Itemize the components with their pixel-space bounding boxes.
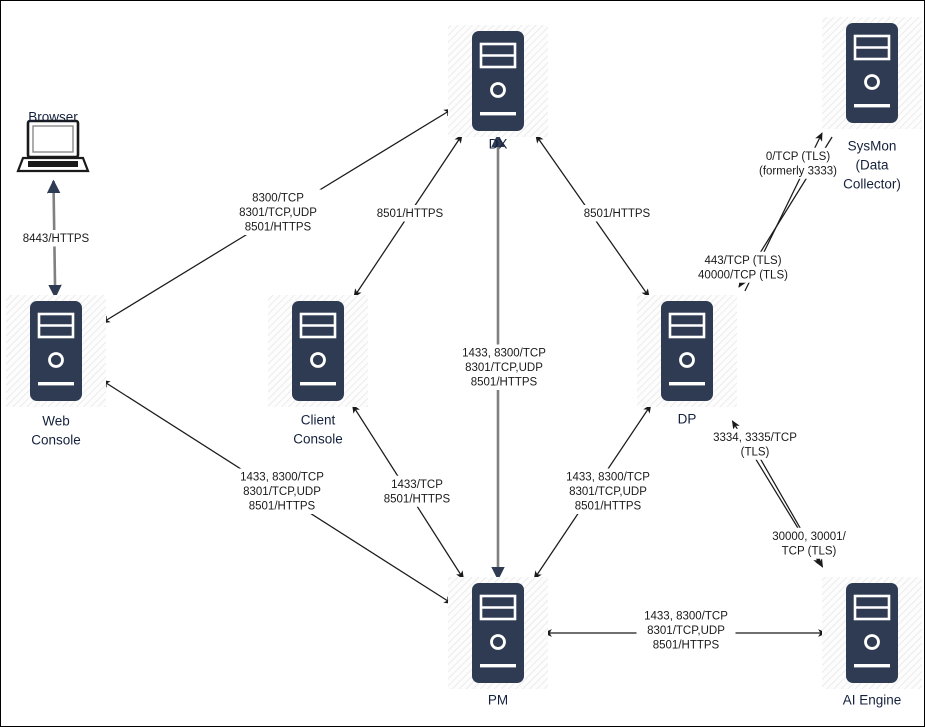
edge-labels-layer: 8443/HTTPS 8300/TCP 8301/TCP,UDP 8501/HTTPS… <box>19 147 856 653</box>
edge-label-backdrop <box>762 527 856 559</box>
server-tower-icon <box>846 583 898 683</box>
edge-label-dx-pm: 1433, 8300/TCP <box>462 348 546 360</box>
edge-label-webconsole-dx: 8301/TCP,UDP <box>239 207 317 219</box>
edge-label-backdrop <box>454 344 554 390</box>
node-pm[interactable] <box>472 583 524 683</box>
edge-label-dp-sysmon-out: 0/TCP (TLS) <box>766 151 830 163</box>
edge-label-backdrop <box>232 468 332 514</box>
server-tower-icon <box>661 301 713 401</box>
node-label-web-console: Console <box>31 433 81 448</box>
edge-label-dp-pm: 8501/HTTPS <box>575 501 642 513</box>
edge-label-browser-webconsole: 8443/HTTPS <box>23 233 90 245</box>
node-web-console[interactable] <box>30 301 82 401</box>
node-ai-engine[interactable] <box>846 583 898 683</box>
edge-label-webconsole-pm: 8301/TCP,UDP <box>243 486 321 498</box>
edge-label-backdrop <box>745 147 851 179</box>
edge-label-backdrop <box>373 205 447 222</box>
node-label-dx: DX <box>489 137 508 152</box>
node-label-sysmon: Collector) <box>843 177 901 192</box>
edge-label-dx-pm: 8301/TCP,UDP <box>465 362 543 374</box>
edge-label-backdrop <box>580 205 654 222</box>
node-client-console[interactable] <box>292 301 344 401</box>
server-tower-icon <box>292 301 344 401</box>
edge-label-webconsole-dx: 8300/TCP <box>252 193 304 205</box>
node-label-ai-engine: AI Engine <box>843 693 902 708</box>
laptop-icon <box>16 119 90 173</box>
edge-label-backdrop <box>235 189 321 235</box>
node-label-browser: Browser <box>28 110 78 125</box>
edge-label-webconsole-dx: 8501/HTTPS <box>245 222 312 234</box>
edge-label-dp-aiengine: 3334, 3335/TCP <box>713 432 797 444</box>
server-tower-icon <box>472 31 524 131</box>
edge-label-backdrop <box>19 230 93 247</box>
edge-label-backdrop <box>558 468 658 514</box>
edge-label-clientconsole-pm: 1433/TCP <box>391 479 443 491</box>
edge-label-clientconsole-pm: 8501/HTTPS <box>384 493 451 505</box>
edge-label-dp-pm: 1433, 8300/TCP <box>566 472 650 484</box>
node-dp[interactable] <box>661 301 713 401</box>
edge-label-backdrop <box>636 607 736 653</box>
node-dx[interactable] <box>472 31 524 131</box>
server-tower-icon <box>472 583 524 683</box>
node-browser[interactable] <box>16 119 90 173</box>
edge-label-pm-aiengine: 1433, 8300/TCP <box>644 611 728 623</box>
server-tower-icon <box>30 301 82 401</box>
node-label-dp: DP <box>678 412 697 427</box>
edge-label-dp-aiengine-2: 30000, 30001/ <box>772 531 846 543</box>
edge-label-sysmon-dp-in: 40000/TCP (TLS) <box>698 269 788 281</box>
node-label-sysmon: (Data <box>855 158 889 173</box>
node-sysmon[interactable] <box>846 23 898 123</box>
edge-label-webconsole-pm: 8501/HTTPS <box>249 501 316 513</box>
edge-label-dx-pm: 8501/HTTPS <box>471 377 538 389</box>
edge-label-backdrop <box>705 428 805 460</box>
edge-label-webconsole-pm: 1433, 8300/TCP <box>240 472 324 484</box>
node-label-web-console: Web <box>42 414 70 429</box>
node-label-sysmon: SysMon <box>848 139 897 154</box>
edge-label-dp-aiengine-2: TCP (TLS) <box>782 545 837 557</box>
edge-label-dp-pm: 8301/TCP,UDP <box>569 486 647 498</box>
edge-label-pm-aiengine: 8501/HTTPS <box>653 640 720 652</box>
edge-label-pm-aiengine: 8301/TCP,UDP <box>647 625 725 637</box>
node-label-pm: PM <box>488 693 508 708</box>
edge-label-backdrop <box>380 475 454 507</box>
node-label-client-console: Client <box>301 413 336 428</box>
edge-label-clientconsole-dx: 8501/HTTPS <box>377 208 444 220</box>
edge-label-dp-aiengine: (TLS) <box>741 446 770 458</box>
edge-label-dp-sysmon-out: (formerly 3333) <box>759 165 837 177</box>
edge-label-dx-dp: 8501/HTTPS <box>584 208 651 220</box>
server-tower-icon <box>846 23 898 123</box>
nodes-layer <box>16 23 898 683</box>
node-label-client-console: Console <box>293 432 343 447</box>
edge-label-sysmon-dp-in: 443/TCP (TLS) <box>704 255 781 267</box>
edge-label-backdrop <box>690 251 796 283</box>
